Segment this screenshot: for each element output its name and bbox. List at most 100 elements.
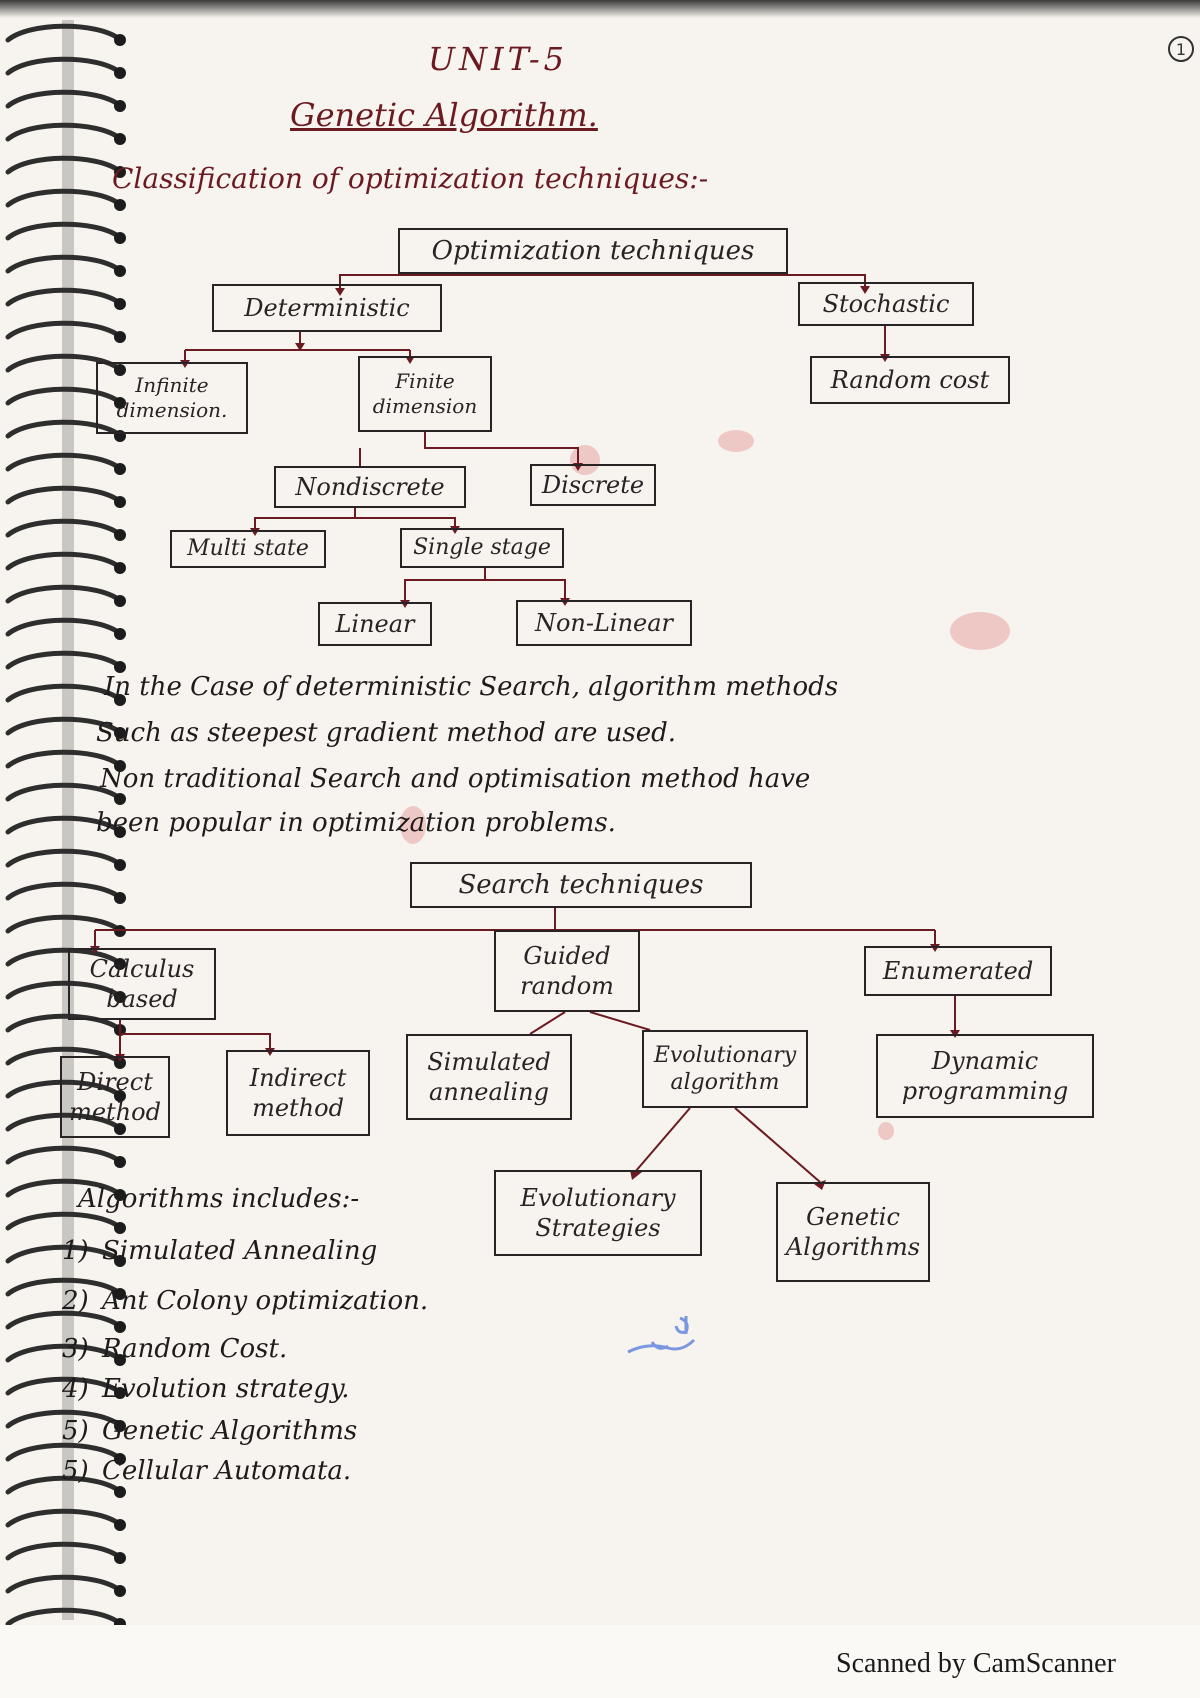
spiral-ring [5,980,121,1000]
node-guided-random: Guided random [494,930,640,1012]
node-finite-dimension: Finite dimension [358,356,492,432]
punch-hole [114,1519,126,1531]
punch-hole [114,397,126,409]
paragraph-line: been popular in optimization problems. [96,808,616,838]
punch-hole [114,166,126,178]
list-item: 5) Genetic Algorithms [62,1416,357,1446]
spiral-ring [5,617,121,637]
ink-stain [718,430,754,452]
spiral-ring [5,1508,121,1528]
spiral-ring [5,89,121,109]
list-item: 4) Evolution strategy. [62,1374,350,1404]
node-evolutionary-strategies: Evolutionary Strategies [494,1170,702,1256]
punch-hole [114,925,126,937]
spiral-ring [5,716,121,736]
ink-stain [950,612,1010,650]
page-title: Genetic Algorithm. [290,96,598,134]
punch-hole [114,1552,126,1564]
spiral-ring [5,1409,121,1429]
node-deterministic: Deterministic [212,284,442,332]
punch-hole [114,100,126,112]
list-text: Ant Colony optimization. [102,1286,429,1316]
punch-hole [114,1354,126,1366]
spiral-ring [5,584,121,604]
punch-hole [114,1024,126,1036]
list-text: Cellular Automata. [102,1456,352,1486]
spiral-ring [5,650,121,670]
spiral-ring [5,320,121,340]
spiral-ring [5,1475,121,1495]
punch-hole [114,661,126,673]
node-discrete: Discrete [530,464,656,506]
punch-hole [114,463,126,475]
punch-hole [114,1255,126,1267]
node-multi-state: Multi state [170,530,326,568]
scanner-watermark: Scanned by CamScanner [836,1648,1116,1679]
node-simulated-annealing: Simulated annealing [406,1034,572,1120]
list-number: 5) [62,1416,89,1446]
page-number: 1 [1168,36,1194,62]
list-item: 5)Cellular Automata. [62,1456,351,1486]
punch-hole [114,595,126,607]
node-infinite-dimension: Infinite dimension. [96,362,248,434]
punch-hole [114,562,126,574]
node-genetic-algorithms: Genetic Algorithms [776,1182,930,1282]
punch-hole [114,1453,126,1465]
unit-title: UNIT-5 [428,40,568,78]
punch-hole [114,133,126,145]
punch-hole [114,34,126,46]
spiral-ring [5,881,121,901]
punch-hole [114,826,126,838]
spiral-ring [5,485,121,505]
punch-hole [114,1156,126,1168]
spiral-ring [5,1310,121,1330]
list-number: 3) [62,1334,89,1364]
spiral-ring [5,188,121,208]
punch-hole [114,1189,126,1201]
list-number: 4) [62,1374,89,1404]
node-calculus-based: Calculus based [68,948,216,1020]
spiral-ring [5,287,121,307]
spiral-ring [5,1244,121,1264]
section-heading: Classification of optimization technique… [112,162,709,195]
node-linear: Linear [318,602,432,646]
node-random-cost: Random cost [810,356,1010,404]
punch-hole [114,265,126,277]
list-text: Random Cost. [102,1334,288,1364]
top-shadow [0,0,1200,18]
paper-sheet [0,0,1200,1625]
punch-hole [114,1585,126,1597]
spiral-ring [5,56,121,76]
paragraph-line: Non traditional Search and optimisation … [100,764,811,794]
punch-hole [114,1387,126,1399]
spiral-ring [5,782,121,802]
spiral-ring [5,1277,121,1297]
list-item: 1)Simulated Annealing [62,1236,377,1266]
ink-stain [878,1122,894,1140]
ink-stain [400,806,426,844]
node-search-techniques: Search techniques [410,862,752,908]
punch-hole [114,859,126,871]
punch-hole [114,1090,126,1102]
spiral-ring [5,1376,121,1396]
node-optimization-techniques: Optimization techniques [398,228,788,274]
punch-hole [114,1420,126,1432]
node-single-stage: Single stage [400,528,564,568]
spiral-ring [5,947,121,967]
blue-ink-mark [627,1316,696,1354]
punch-hole [114,958,126,970]
node-evolutionary-algorithm: Evolutionary algorithm [642,1030,808,1108]
list-text: Evolution strategy. [102,1374,350,1404]
spiral-binding [5,20,126,1625]
spiral-ring [5,1112,121,1132]
node-non-linear: Non-Linear [516,600,692,646]
list-text: Simulated Annealing [102,1236,378,1266]
spiral-ring [5,221,121,241]
spiral-ring [5,1079,121,1099]
punch-hole [114,67,126,79]
punch-hole [114,1288,126,1300]
paragraph-line: In the Case of deterministic Search, alg… [104,672,839,702]
spiral-ring [5,1442,121,1462]
list-text: Genetic Algorithms [102,1416,358,1446]
